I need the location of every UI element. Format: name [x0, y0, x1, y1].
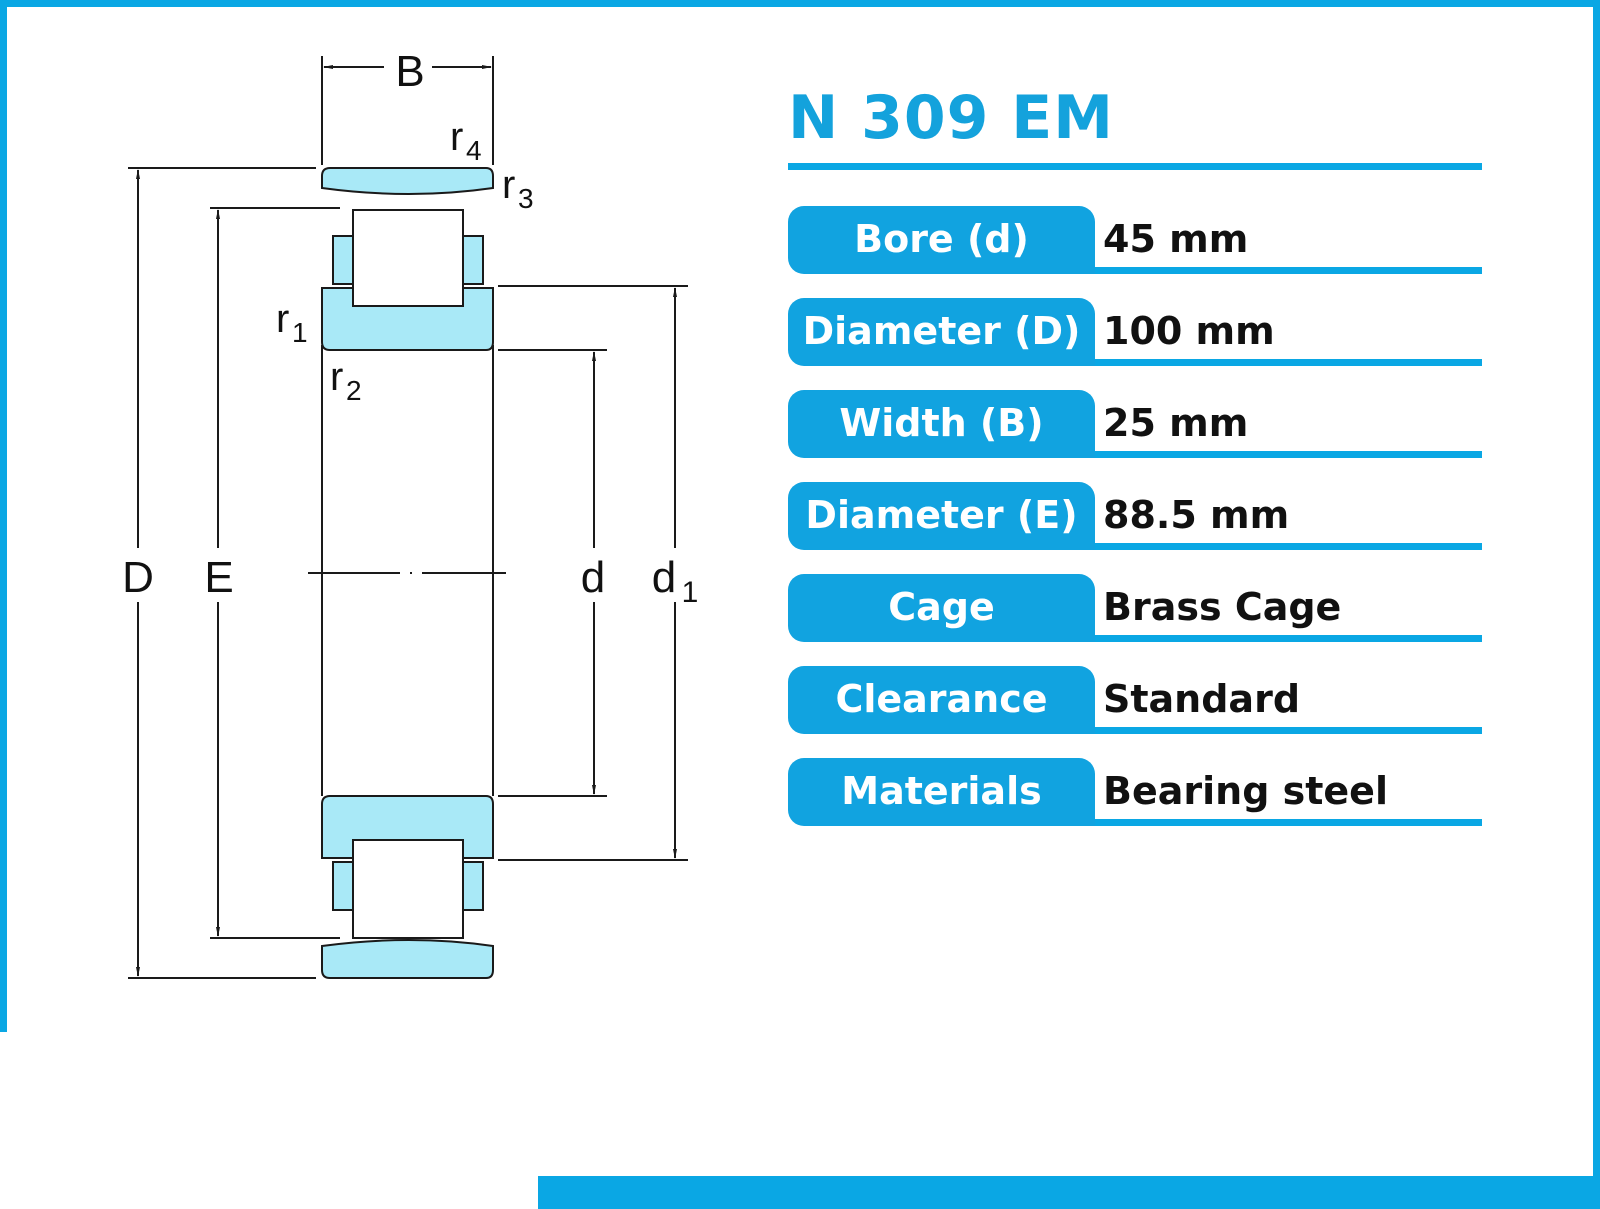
dimension-lines	[128, 56, 688, 979]
top-bearing-section	[321, 167, 494, 351]
cage-left-bottom	[332, 861, 356, 911]
spec-row-diameter-d: Diameter (D) 100 mm	[788, 298, 1482, 366]
frame-right-border	[1593, 0, 1600, 1209]
spec-label-bore: Bore (d)	[788, 206, 1095, 274]
frame-top-border	[0, 0, 1600, 7]
spec-row-bore: Bore (d) 45 mm	[788, 206, 1482, 274]
label-r4-subscript: 4	[466, 135, 482, 166]
spec-label-cage: Cage	[788, 574, 1095, 642]
label-e: E	[204, 553, 233, 602]
spec-value-materials: Bearing steel	[1103, 769, 1388, 813]
title-divider	[788, 163, 1482, 170]
spec-value-clearance: Standard	[1103, 677, 1301, 721]
spec-value-cage: Brass Cage	[1103, 585, 1342, 629]
cage-right-bottom	[460, 861, 484, 911]
label-d1-subscript: 1	[682, 576, 699, 609]
spec-underline	[1088, 635, 1482, 642]
cage-left-top	[332, 235, 356, 285]
label-r1-subscript: 1	[292, 317, 308, 348]
spec-underline	[1088, 543, 1482, 550]
spec-label-clearance: Clearance	[788, 666, 1095, 734]
bearing-cross-section-drawing: B D E d d 1 r 4 r 3 r 1 r 2	[122, 47, 699, 979]
label-r2: r	[330, 355, 343, 399]
label-d-outer: D	[122, 553, 154, 602]
label-r4: r	[450, 115, 463, 159]
label-r2-subscript: 2	[346, 375, 362, 406]
label-r1: r	[276, 297, 289, 341]
spec-underline	[1088, 727, 1482, 734]
label-d-bore: d	[581, 553, 605, 602]
spec-value-diameter-d: 100 mm	[1103, 309, 1275, 353]
spec-label-diameter-e: Diameter (E)	[788, 482, 1095, 550]
bottom-bearing-section	[321, 795, 494, 979]
frame-bottom-bar	[538, 1176, 1600, 1209]
spec-label-materials: Materials	[788, 758, 1095, 826]
label-d1: d	[652, 553, 676, 602]
outer-ring-bottom	[321, 939, 494, 979]
roller-bottom	[352, 839, 464, 939]
spec-underline	[1088, 451, 1482, 458]
spec-underline	[1088, 267, 1482, 274]
outer-ring-top	[321, 167, 494, 195]
spec-value-diameter-e: 88.5 mm	[1103, 493, 1290, 537]
cage-right-top	[460, 235, 484, 285]
spec-row-cage: Cage Brass Cage	[788, 574, 1482, 642]
spec-label-width: Width (B)	[788, 390, 1095, 458]
label-r3-subscript: 3	[518, 183, 534, 214]
label-b: B	[395, 47, 424, 96]
label-r3: r	[502, 163, 515, 207]
spec-underline	[1088, 359, 1482, 366]
spec-row-diameter-e: Diameter (E) 88.5 mm	[788, 482, 1482, 550]
frame-left-border	[0, 0, 7, 1032]
spec-row-materials: Materials Bearing steel	[788, 758, 1482, 826]
spec-value-width: 25 mm	[1103, 401, 1249, 445]
spec-row-clearance: Clearance Standard	[788, 666, 1482, 734]
spec-underline	[1088, 819, 1482, 826]
spec-value-bore: 45 mm	[1103, 217, 1249, 261]
roller-top	[352, 209, 464, 307]
spec-label-diameter-d: Diameter (D)	[788, 298, 1095, 366]
shaft-outline	[308, 345, 506, 796]
spec-row-width: Width (B) 25 mm	[788, 390, 1482, 458]
product-title: N 309 EM	[788, 83, 1114, 153]
